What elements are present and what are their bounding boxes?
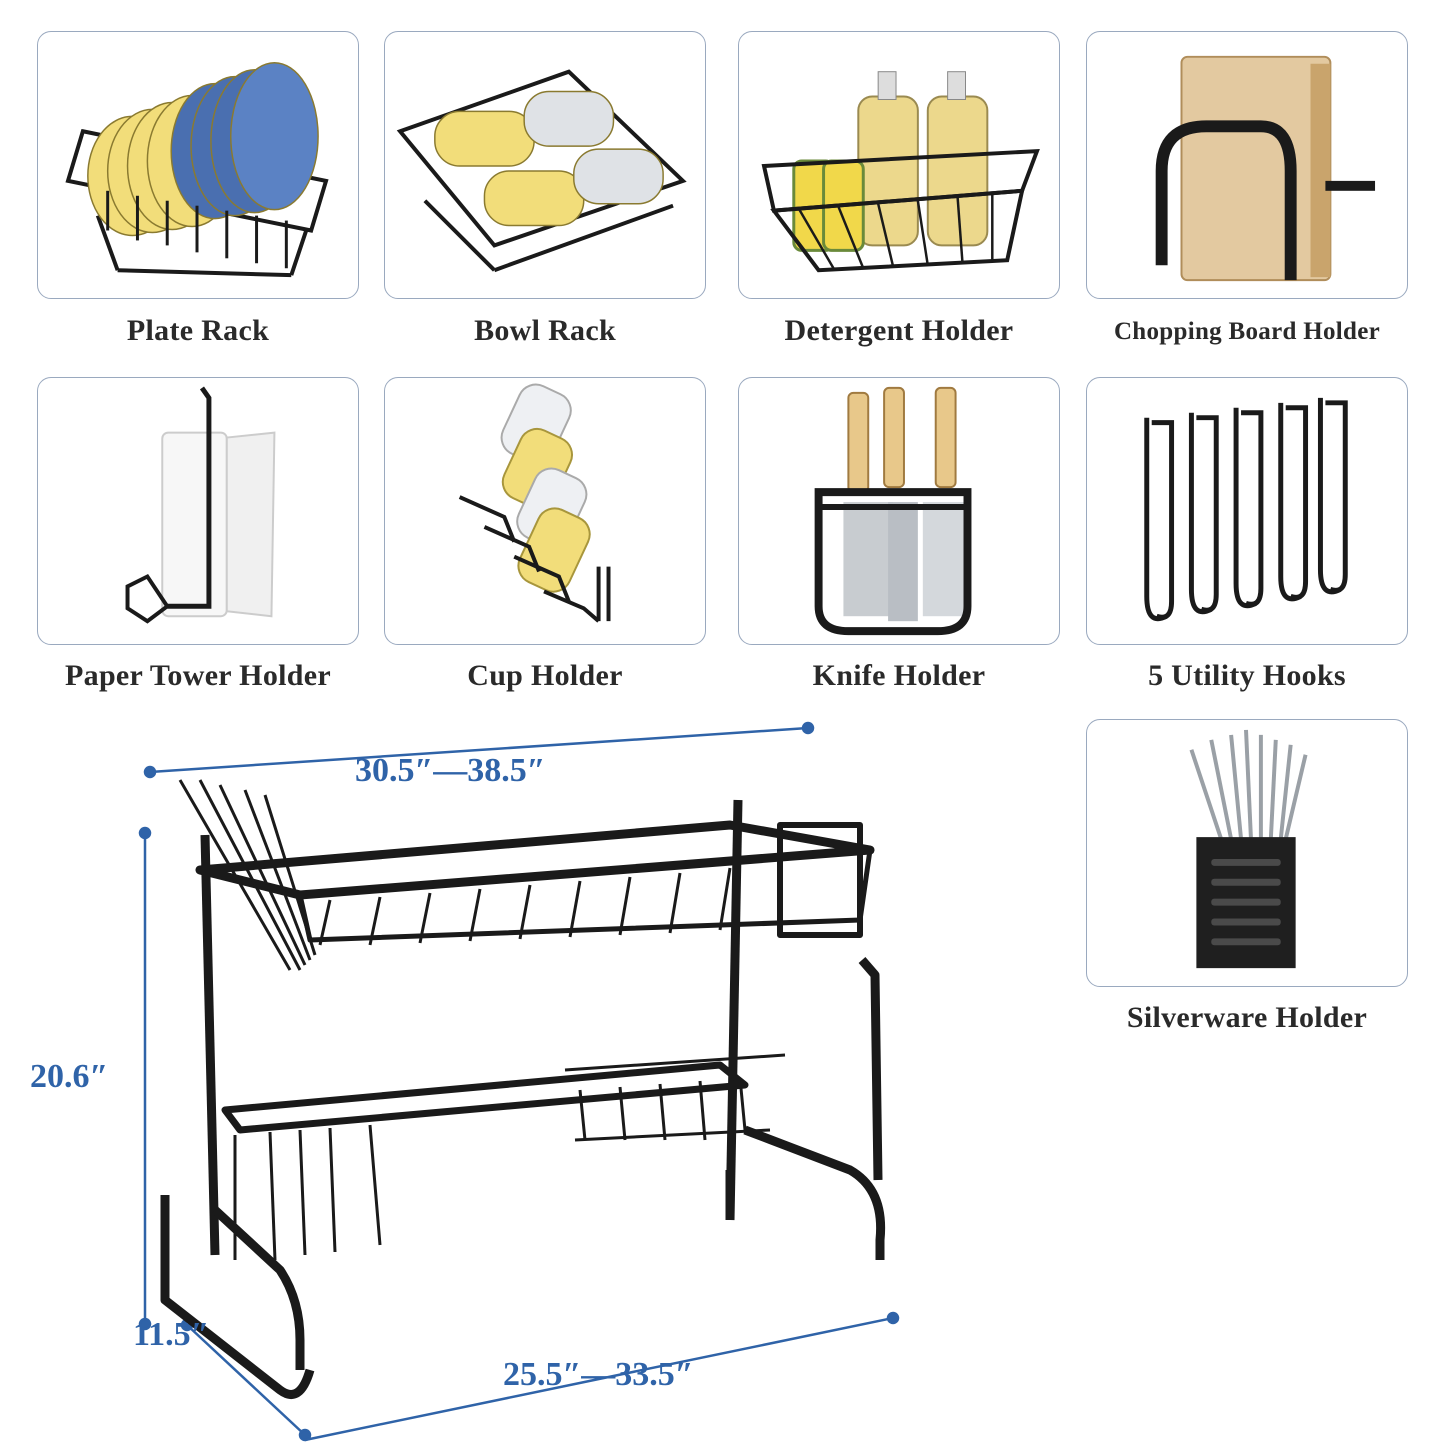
utility-hooks-icon [1144, 397, 1348, 622]
plate-rack-card [37, 31, 359, 299]
detergent-holder-icon [761, 71, 1040, 273]
utility-hooks-card [1086, 377, 1408, 645]
dimension-lines [138, 721, 900, 1442]
chopping-board-holder-card [1086, 31, 1408, 299]
bowl-rack-card [384, 31, 706, 299]
depth-dimension: 11.5″ [133, 1316, 210, 1353]
plate-rack-label: Plate Rack [126, 314, 270, 347]
knife-holder-label: Knife Holder [812, 659, 986, 692]
silverware-holder-label: Silverware Holder [1126, 1001, 1368, 1034]
silverware-holder-icon [1189, 729, 1308, 969]
chopping-board-holder-label: Chopping Board Holder [1113, 318, 1381, 345]
top-width-dimension: 30.5″—38.5″ [355, 752, 546, 789]
knife-holder-icon [814, 386, 972, 636]
height-dimension: 20.6″ [30, 1058, 109, 1095]
chopping-board-holder-icon [1155, 55, 1376, 282]
bottom-width-dimension: 25.5″—33.5″ [503, 1356, 694, 1393]
bowl-rack-icon [396, 69, 687, 273]
bowl-rack-label: Bowl Rack [474, 314, 616, 347]
detergent-holder-card [738, 31, 1060, 299]
cup-holder-icon [458, 383, 611, 623]
silverware-holder-card [1086, 719, 1408, 987]
rack-wires [178, 779, 786, 1261]
paper-towel-holder-label: Paper Tower Holder [65, 659, 331, 692]
plate-rack-icon [65, 62, 329, 278]
rack-frame [160, 799, 886, 1399]
detergent-holder-label: Detergent Holder [784, 314, 1014, 347]
utility-hooks-label: 5 Utility Hooks [1148, 659, 1346, 692]
dish-rack-illustration [138, 721, 900, 1442]
cup-holder-label: Cup Holder [467, 659, 623, 692]
paper-towel-holder-icon [125, 386, 276, 624]
cup-holder-card [384, 377, 706, 645]
paper-towel-holder-card [37, 377, 359, 645]
knife-holder-card [738, 377, 1060, 645]
